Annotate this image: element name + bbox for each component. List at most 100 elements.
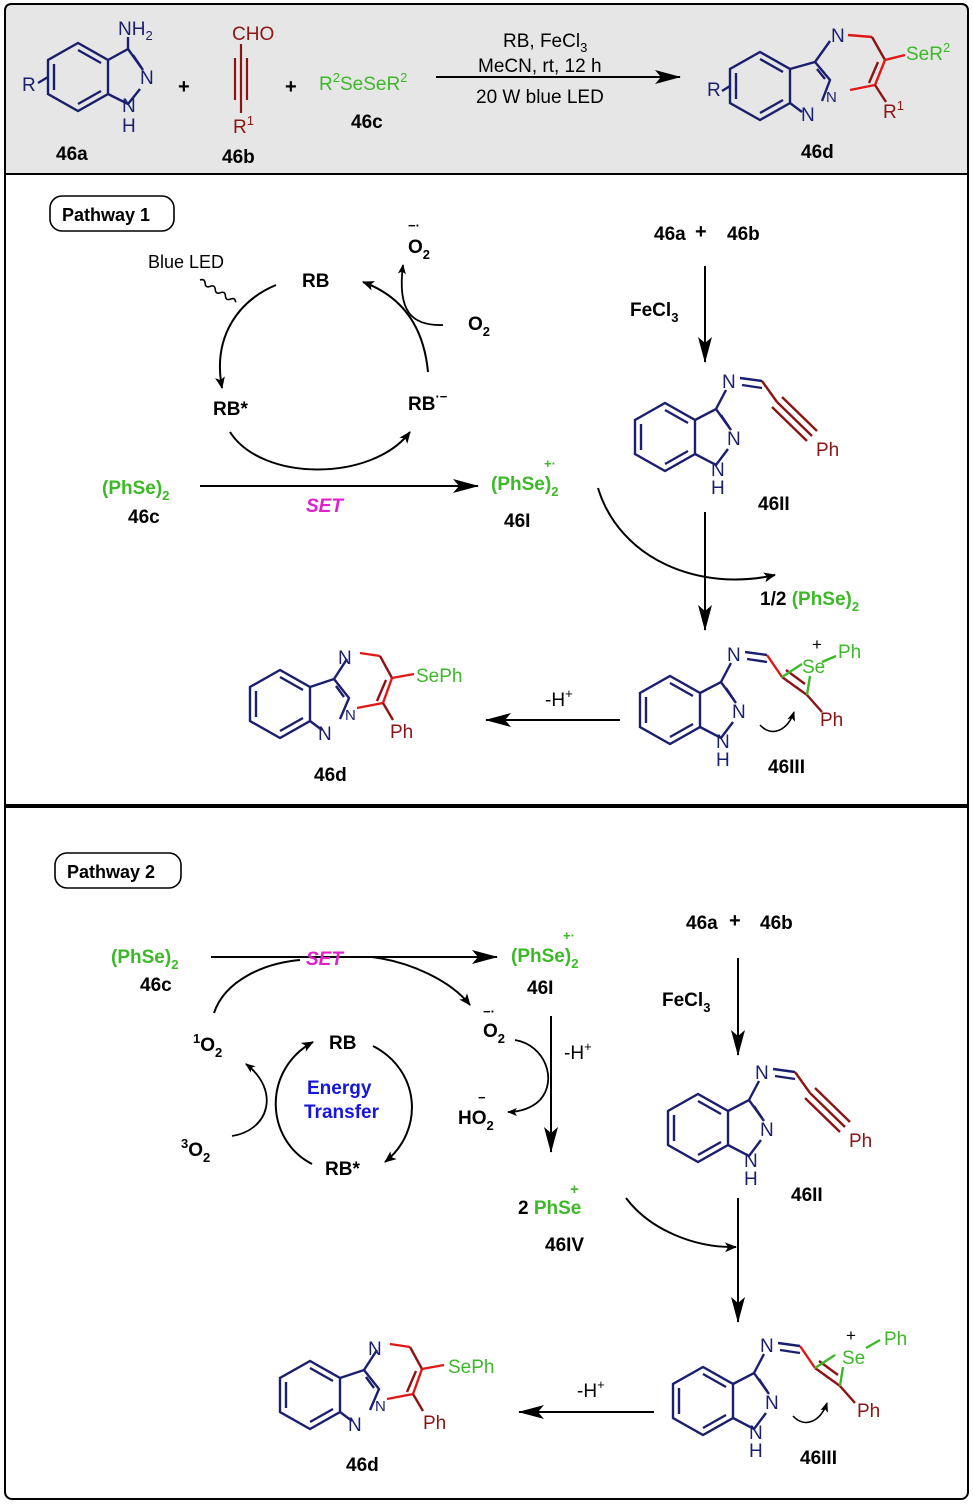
p2-superoxide: O2 bbox=[483, 1021, 505, 1046]
p1-46III-n2: N bbox=[732, 702, 746, 723]
conditions-line2: MeCN, rt, 12 h bbox=[478, 56, 602, 77]
p1-46III-n1: N bbox=[716, 732, 730, 753]
p2-46d-n-bridge: N bbox=[375, 1398, 386, 1415]
p2-fecl3: FeCl3 bbox=[662, 990, 710, 1015]
p2-46III-n1: N bbox=[749, 1423, 763, 1444]
p1-set: SET bbox=[306, 496, 344, 517]
46d-header-ser2: SeR2 bbox=[906, 40, 950, 65]
p2-46II-label: 46II bbox=[791, 1185, 823, 1206]
p1-46III-ph-se: Ph bbox=[838, 642, 861, 663]
p1-46II-n-imine: N bbox=[722, 372, 736, 393]
p2-phse-cation: 2 PhSe bbox=[518, 1198, 581, 1219]
p2-radical-cation: (PhSe)2 bbox=[511, 946, 578, 971]
p1-arrow-rbstar-to-rbanion bbox=[229, 431, 411, 471]
p2-singlet-o2: 1O2 bbox=[193, 1031, 222, 1060]
p2-46III-h: H bbox=[749, 1441, 763, 1462]
header-plus-2: + bbox=[285, 76, 297, 98]
p1-46II-h: H bbox=[711, 478, 725, 499]
product-46d-header bbox=[721, 33, 906, 122]
p2-energy: Energy bbox=[307, 1078, 372, 1099]
p2-arc-superoxide-to-ho2 bbox=[507, 1039, 550, 1116]
pathway2-title: Pathway 2 bbox=[67, 862, 155, 882]
p2-46d-seph: SePh bbox=[448, 1357, 494, 1378]
p1-46III-label: 46III bbox=[768, 757, 805, 778]
p1-phse2: (PhSe)2 bbox=[102, 478, 169, 503]
pathway1-badge bbox=[49, 195, 175, 232]
p2-46II-n-imine: N bbox=[755, 1063, 769, 1084]
p1-superoxide: O2 bbox=[408, 237, 430, 262]
46c-formula: R2SeSeR2 bbox=[319, 70, 407, 95]
reactant-46b bbox=[233, 44, 249, 113]
p2-minus-h: -H+ bbox=[564, 1039, 592, 1064]
46a-label: 46a bbox=[56, 144, 88, 165]
p1-46d-ph: Ph bbox=[390, 722, 413, 743]
pathway2-badge bbox=[54, 852, 182, 889]
46d-header-n-bridge: N bbox=[826, 89, 837, 106]
p1-46III-ph: Ph bbox=[820, 710, 843, 731]
46d-header-r: R bbox=[707, 80, 721, 101]
p2-arrow-phse-transfer bbox=[625, 1197, 737, 1253]
46d-header-r1: R1 bbox=[883, 98, 904, 123]
p1-blue-led: Blue LED bbox=[148, 252, 224, 272]
p2-46d-n-top: N bbox=[368, 1339, 382, 1360]
46d-header-n-top: N bbox=[831, 26, 845, 47]
header-plus-1: + bbox=[178, 76, 190, 98]
p2-transfer: Transfer bbox=[304, 1102, 380, 1123]
p2-rb: RB bbox=[329, 1033, 356, 1054]
p2-46III-ph-se: Ph bbox=[884, 1329, 907, 1350]
p1-start-plus: + bbox=[695, 221, 707, 243]
p2-minus-h-final: -H+ bbox=[577, 1377, 605, 1402]
p2-46II-structure bbox=[666, 1067, 851, 1164]
p2-triplet-o2: 3O2 bbox=[181, 1136, 210, 1165]
46a-h: H bbox=[122, 116, 136, 137]
p1-46II-label: 46II bbox=[758, 494, 790, 515]
p2-46iv-label: 46IV bbox=[545, 1235, 584, 1256]
p2-46III-n2: N bbox=[765, 1393, 779, 1414]
p1-arrow-rb-to-rbstar bbox=[215, 284, 277, 389]
p1-46III-structure bbox=[638, 650, 837, 746]
p1-46II-n2: N bbox=[727, 429, 741, 450]
p2-set: SET bbox=[306, 949, 344, 970]
p1-arrow-phse-transfer bbox=[597, 487, 776, 583]
46b-label: 46b bbox=[222, 147, 255, 168]
p1-arrow-o2 bbox=[397, 264, 444, 326]
p2-ho2: HO2 bbox=[458, 1108, 494, 1133]
conditions-line3: 20 W blue LED bbox=[476, 87, 604, 108]
p2-46II-n2: N bbox=[760, 1120, 774, 1141]
p1-byproduct: 1/2 (PhSe)2 bbox=[760, 589, 859, 614]
p2-46III-se: Se bbox=[842, 1348, 865, 1369]
pathway1-title: Pathway 1 bbox=[62, 205, 150, 225]
p1-rb-anion: RB·− bbox=[408, 389, 448, 415]
p2-46III-ph: Ph bbox=[857, 1401, 880, 1422]
p1-46II-structure bbox=[633, 376, 818, 473]
p1-radical-cation: (PhSe)2 bbox=[491, 474, 558, 499]
p2-46d-structure bbox=[278, 1342, 445, 1431]
p1-46d-label: 46d bbox=[314, 765, 347, 786]
46a-r: R bbox=[22, 75, 36, 96]
46d-header-n-bottom: N bbox=[801, 105, 815, 126]
p2-start-46a: 46a bbox=[686, 913, 718, 934]
p1-minus-h: -H+ bbox=[545, 686, 573, 711]
p2-46III-attack-arrow bbox=[792, 1402, 828, 1424]
46b-r1: R1 bbox=[233, 113, 254, 138]
p2-phse2: (PhSe)2 bbox=[111, 947, 178, 972]
p1-46III-n-imine: N bbox=[727, 645, 741, 666]
p2-ho2-charge: − bbox=[478, 1090, 486, 1105]
46a-nh: N bbox=[122, 96, 136, 117]
p1-46d-n-bridge: N bbox=[345, 707, 356, 724]
46a-nh2: NH2 bbox=[118, 19, 153, 43]
p2-46II-h: H bbox=[744, 1169, 758, 1190]
p2-46III-n-imine: N bbox=[760, 1336, 774, 1357]
p1-rb-star: RB* bbox=[213, 399, 248, 420]
p1-46II-n1: N bbox=[711, 460, 725, 481]
p1-46III-h: H bbox=[716, 750, 730, 771]
p2-phse-cation-charge: + bbox=[570, 1181, 579, 1198]
46b-cho: CHO bbox=[232, 24, 274, 45]
46a-n: N bbox=[140, 68, 154, 89]
p1-start-46b: 46b bbox=[727, 224, 760, 245]
p2-rb-star: RB* bbox=[325, 1159, 360, 1180]
p1-start-46a: 46a bbox=[654, 224, 686, 245]
p2-46c-label: 46c bbox=[140, 975, 172, 996]
p1-46i-label: 46I bbox=[504, 511, 530, 532]
